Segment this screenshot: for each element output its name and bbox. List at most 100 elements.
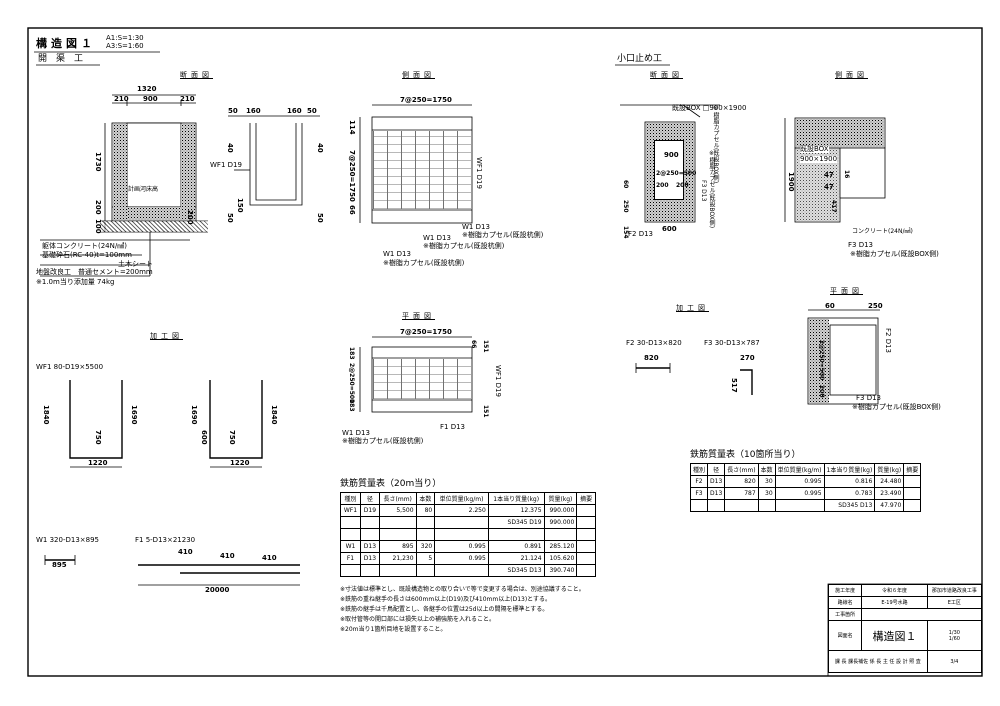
section-right-title: 小口止め工 [617,54,663,64]
left-side-title: 側面図 [402,71,435,79]
tb-work: E工区 [926,596,983,609]
table-header: 単位質量(kg/m) [434,492,489,505]
dim-210b: 210 [180,95,195,103]
left-plan-title: 平面図 [402,312,435,320]
r-d900: 900 [664,151,679,159]
r-f2-label: F2 D13 [628,230,654,238]
right-plan-title: 平面図 [830,287,863,295]
plan-note-label: ※樹脂カプセル(既設杭側) [342,437,424,445]
r-d250: 250 [622,200,629,213]
left-cross-section-title: 断面図 [180,71,213,79]
side-47b: 47 [824,183,834,191]
table-header: 種別 [340,492,361,505]
dim-150: 150 [236,198,244,213]
side-top-dim: 7@250=1750 [400,96,452,104]
right-side-concrete-top [796,119,884,147]
wf1b-h2: 600 [200,430,208,445]
side-height-dim: 7@250=1750 [348,150,356,202]
side-concrete: コンクリート(24N/㎟) [852,228,913,235]
tb-sign-row: 課 長 課長補佐 係 長 主 任 設 計 照 査 [828,650,928,673]
side-66: 66 [348,205,356,215]
river-bed-label: 計画河床高 [128,186,159,193]
dim-1730: 1730 [94,152,102,172]
plan-151b: 151 [482,405,489,418]
soil-improvement-label: 地盤改良工 普通セメント=200mm [36,268,153,276]
side-47a: 47 [824,171,834,179]
right-cross-section-title: 断面図 [650,71,683,79]
table-cell [576,504,596,517]
table-cell: 787 [724,487,759,500]
dim-1320: 1320 [137,85,157,93]
table-right-title: 鉄筋質量表（10箇所当り） [690,450,801,460]
left-section-concrete-left [113,124,127,220]
table-cell [774,499,825,512]
table-cell: 0.995 [434,552,489,565]
left-section-concrete-right [181,124,195,220]
f2-length: 820 [644,354,659,362]
table-cell: 820 [724,475,759,488]
table-cell: 990.000 [543,516,578,529]
r-resin-vertical-2: ※樹脂カプセル(既設BOX側) [712,105,719,184]
side-1900: 1900 [787,172,795,192]
table-header: 摘要 [903,463,922,476]
plan-183a: 183 [348,347,355,360]
side-417: 417 [830,200,837,213]
tb-year: 令和６年度 [861,584,928,597]
plan-wf1-label: WF1 D19 [494,365,502,397]
table-header: 1本当り質量(kg) [487,492,545,505]
plan-top-dim: 7@250=1750 [400,328,452,336]
table-cell [415,528,436,541]
table-cell [415,516,436,529]
table-cell: SD345 D19 [487,516,545,529]
side-w1-c: W1 D13 [383,250,411,258]
f2-process-title: F2 30-D13×820 [626,339,682,347]
table-cell [378,516,417,529]
table-cell: 47.970 [874,499,905,512]
right-section-void [654,140,684,200]
r-plan-2at250: 2@250=500 [818,340,825,381]
table-header: 本数 [415,492,436,505]
r-plan-200: 200 [818,385,825,398]
side-existing-box: 既設BOX [800,145,829,153]
table-header: 長さ(mm) [724,463,759,476]
plan-w1-label: W1 D13 [342,429,370,437]
table-cell [359,516,380,529]
table-cell [576,528,596,541]
table-cell [543,528,578,541]
table-cell: 0.995 [774,487,825,500]
side-note-c: ※樹脂カプセル(既設杭側) [383,259,465,267]
dim-160a: 160 [246,107,261,115]
r-d600: 600 [662,225,677,233]
table-cell [415,564,436,577]
tb-work-label: 工事箇所 [827,608,863,621]
table-cell: 2.250 [434,504,489,517]
table-left-title: 鉄筋質量表（20m当り） [340,479,442,489]
table-cell [359,564,380,577]
table-cell: 320 [415,540,436,553]
title-block: 施工年度 令和６年度 那加市道路改良工事 路線名 E-19号水路 E工区 工事箇… [827,584,983,673]
scale-a3: A3:S=1:60 [106,42,144,50]
table-cell: 990.000 [543,504,578,517]
table-cell: D13 [707,487,726,500]
tb-route: E-19号水路 [861,596,928,609]
r-d154: 154 [622,226,629,239]
f1-410b: 410 [220,552,235,560]
left-processing-title: 加工図 [150,332,183,340]
dim-50d: 50 [316,213,324,223]
side-box-dim: 900×1900 [800,155,838,163]
r-d2at250: 2@250=500 [656,170,697,177]
f3-270: 270 [740,354,755,362]
note-line: ※20m当り1箇所目地を設置すること。 [340,626,447,633]
table-cell [340,564,361,577]
dim-50c: 50 [226,213,234,223]
r-plan-f3: F3 D13 [856,394,882,402]
r-d60: 60 [622,180,629,189]
drawing-title: 構造図１ [36,37,96,50]
r-resin-vertical: ※樹脂カプセル(既設BOX側) [708,150,715,229]
right-processing-title: 加工図 [676,304,709,312]
geotextile-label: 土木シート [118,260,153,268]
plan-183b: 183 [348,399,355,412]
